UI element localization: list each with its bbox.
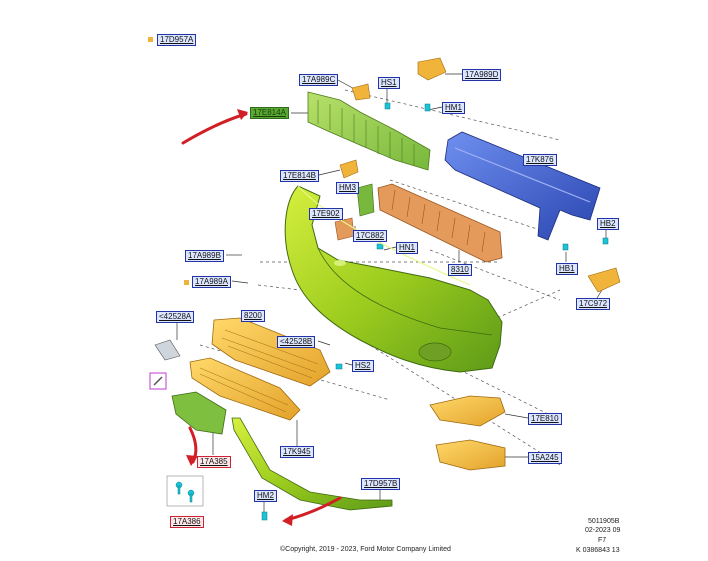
legend-square — [148, 37, 153, 42]
part-17a989d[interactable]: 17A989D — [462, 69, 502, 81]
part-hs2[interactable]: HS2 — [352, 360, 374, 372]
lower-grille — [189, 357, 301, 421]
part-hb1[interactable]: HB1 — [556, 263, 578, 275]
part-hn1[interactable]: HN1 — [396, 242, 419, 254]
fog-bezel-upper — [429, 395, 506, 427]
part-hm1[interactable]: HM1 — [442, 102, 465, 114]
lower-lip-spoiler — [231, 417, 393, 511]
bracket-17c882 — [356, 183, 375, 217]
part-17a989b[interactable]: 17A989B — [185, 250, 224, 262]
part-17k876[interactable]: 17K876 — [523, 154, 557, 166]
bracket-17c972 — [587, 267, 621, 293]
part-42528a[interactable]: <42528A — [156, 311, 195, 323]
fog-bezel-lower — [435, 439, 506, 471]
part-15a245[interactable]: 15A245 — [528, 452, 562, 464]
part-17d957b[interactable]: 17D957B — [361, 478, 401, 490]
bracket-17a989d — [417, 57, 447, 81]
part-hm3[interactable]: HM3 — [336, 182, 359, 194]
diagram-code-2: 02-2023 09 — [585, 527, 621, 534]
license-plate-bracket — [171, 391, 227, 435]
clip-magenta-part — [153, 376, 163, 386]
grille — [211, 317, 331, 387]
reinforcement-beam — [444, 131, 601, 241]
part-42528b[interactable]: <42528B — [277, 336, 316, 348]
part-17a989c[interactable]: 17A989C — [299, 74, 339, 86]
part-17c882[interactable]: 17C882 — [353, 230, 388, 242]
part-17e902[interactable]: 17E902 — [309, 208, 343, 220]
screws — [175, 481, 195, 503]
part-17a989a[interactable]: 17A989A — [192, 276, 231, 288]
legend-square-17a989a — [184, 280, 189, 285]
part-17e814a[interactable]: 17E814A — [250, 107, 289, 119]
screws-box — [166, 475, 204, 507]
diagram-code-3: F7 — [598, 537, 607, 544]
bracket-17e902 — [334, 217, 355, 241]
part-17d957a-top[interactable]: 17D957A — [157, 34, 197, 46]
bracket-17a989c — [351, 83, 371, 101]
part-hb2[interactable]: HB2 — [597, 218, 619, 230]
clip-42528a — [154, 339, 181, 361]
part-hm2[interactable]: HM2 — [254, 490, 277, 502]
bumper-cover — [284, 185, 503, 373]
part-17a386[interactable]: 17A386 — [170, 516, 204, 528]
red-arrowheads — [186, 109, 293, 526]
bracket-17e814b — [339, 159, 359, 179]
part-8200[interactable]: 8200 — [241, 310, 265, 322]
diagram-code-4: K 0386843 13 — [576, 547, 620, 554]
energy-absorber — [377, 183, 503, 263]
copyright-text: ©Copyright, 2019 - 2023, Ford Motor Comp… — [280, 546, 451, 553]
part-17e814b[interactable]: 17E814B — [280, 170, 319, 182]
part-17a385[interactable]: 17A385 — [197, 456, 231, 468]
diagram-code-1: 5011905B — [588, 518, 620, 525]
upper-grille-bracket — [307, 91, 431, 171]
part-hs1[interactable]: HS1 — [378, 77, 400, 89]
part-8310[interactable]: 8310 — [448, 264, 472, 276]
part-17c972[interactable]: 17C972 — [576, 298, 611, 310]
part-17e810[interactable]: 17E810 — [528, 413, 562, 425]
part-17k945[interactable]: 17K945 — [280, 446, 314, 458]
